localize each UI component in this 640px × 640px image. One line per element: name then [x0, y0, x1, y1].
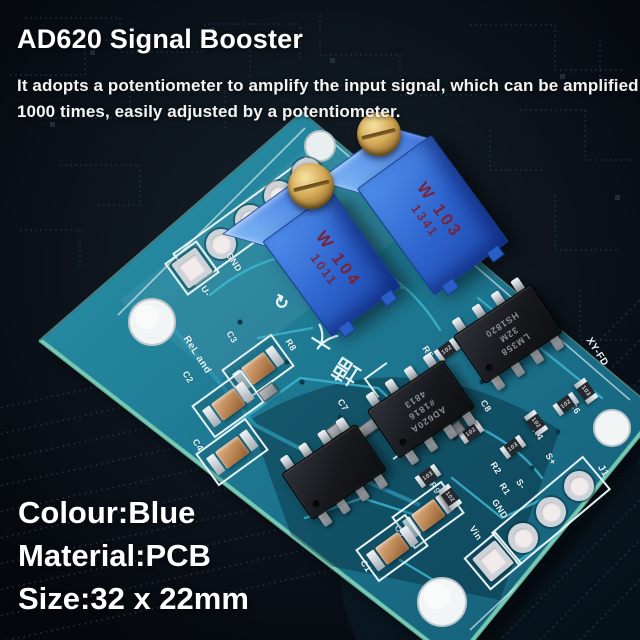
bg-pads [50, 28, 620, 200]
spec-colour: Colour:Blue [18, 495, 196, 530]
smd-resistor: 102 [523, 409, 549, 437]
adjust-screw [357, 112, 401, 156]
gain-text-glyph [305, 322, 341, 358]
silkscreen-label: C8 [478, 398, 494, 414]
bg-trace-maze [10, 15, 635, 341]
silkscreen-label: C7 [335, 397, 351, 413]
product-title: AD620 Signal Booster [17, 24, 304, 54]
silkscreen-label: XY-FD [583, 335, 611, 369]
silkscreen-label: S- [514, 477, 528, 491]
silkscreen-label: GND [489, 497, 511, 521]
silkscreen-label: C3 [224, 329, 240, 345]
silkscreen-label: S+ [543, 451, 559, 467]
bg-dotted-lines [0, 314, 431, 640]
product-description-line2: 1000 times, easily adjusted by a potenti… [17, 102, 401, 121]
silkscreen-label: Vin [467, 523, 485, 543]
rotate-adjust-icon: ↻ [270, 290, 293, 315]
adjust-screw [288, 163, 334, 209]
silkscreen-label: R2 [488, 460, 504, 476]
spec-material: Material:PCB [18, 538, 211, 573]
spec-size: Size:32 x 22mm [18, 581, 249, 616]
silkscreen-label: C2 [180, 369, 196, 385]
product-description-line1: It adopts a potentiometer to amplify the… [17, 76, 639, 95]
mounting-hole [128, 130, 631, 627]
gain-text-glyph [328, 355, 364, 391]
silkscreen-label: R1 [497, 481, 513, 497]
silkscreen-label: R8 [283, 337, 299, 353]
